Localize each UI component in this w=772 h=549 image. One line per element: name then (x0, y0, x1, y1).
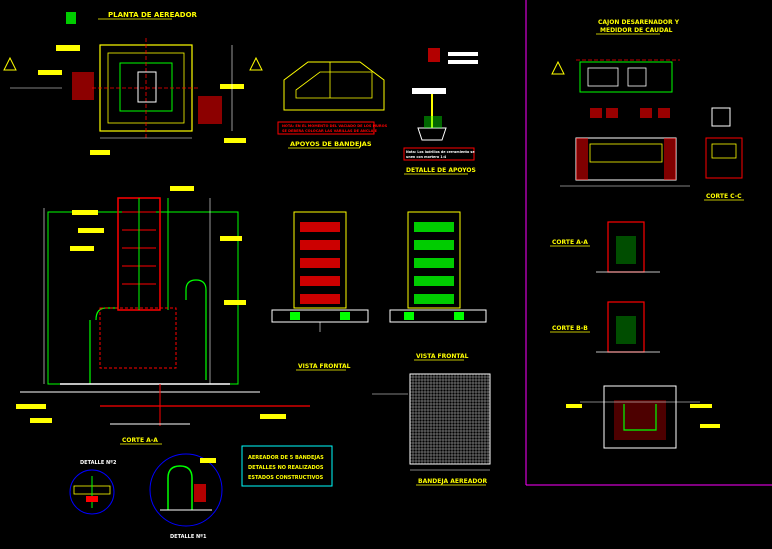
vista-frontal-2-drawing: VISTA FRONTAL (389, 211, 487, 361)
corte-aa-right-drawing: CORTE A-A (550, 221, 660, 273)
corte-bb-title: CORTE B-B (552, 325, 588, 332)
apoyos-bandejas-drawing: NOTA: EN EL MOMENTO DEL VACIADO DE LOS M… (277, 61, 388, 149)
bandeja-aereador-title: BANDEJA AEREADOR (418, 478, 487, 485)
cajon-title-line-1: CAJON DESARENADOR Y (598, 19, 680, 26)
detalle-apoyos-drawing: Nota: Los ladrillos de cerramiento se un… (403, 48, 478, 175)
note-box: AEREADOR DE 5 BANDEJAS DETALLES NO REALI… (241, 445, 333, 487)
detalle-n1-drawing: DETALLE Nº1 (149, 453, 223, 540)
corte-bb-drawing: CORTE B-B (550, 301, 660, 353)
cajon-title-line-2: MEDIDOR DE CAUDAL (600, 27, 673, 34)
corte-aa-right-title: CORTE A-A (552, 239, 588, 246)
section-marker-icon (551, 60, 565, 75)
apoyos-note-line-2: SE DEBERA COLOCAR LAS VARILLAS DE ANCLAJ… (282, 129, 378, 133)
corte-aa-main-title: CORTE A-A (122, 437, 158, 444)
right-panel-frame (525, 0, 772, 486)
apoyos-bandejas-title: APOYOS DE BANDEJAS (290, 140, 372, 148)
bandeja-aereador-drawing: BANDEJA AEREADOR (372, 373, 491, 486)
planta-aereador-drawing: PLANTA DE AEREADOR (3, 11, 263, 155)
corte-aa-main-drawing: CORTE A-A (16, 186, 310, 445)
detalle-apoyos-note-line-2: unen con mortero 1:4 (406, 155, 447, 159)
planta-aereador-title: PLANTA DE AEREADOR (108, 11, 198, 19)
note-box-line-1: AEREADOR DE 5 BANDEJAS (248, 455, 324, 461)
corte-cc-title: CORTE C-C (706, 193, 742, 200)
vista-frontal-1-drawing: VISTA FRONTAL (271, 211, 369, 371)
vista-frontal-1-title: VISTA FRONTAL (298, 363, 351, 370)
bandeja-mesh (410, 374, 490, 464)
detalle-n1-title: DETALLE Nº1 (170, 534, 207, 540)
section-marker-icon (249, 56, 263, 71)
note-box-line-2: DETALLES NO REALIZADOS (248, 465, 324, 471)
detalle-n2-drawing: DETALLE Nº2 (69, 460, 117, 515)
detalle-apoyos-title: DETALLE DE APOYOS (406, 167, 476, 174)
vista-frontal-2-title: VISTA FRONTAL (416, 353, 469, 360)
detalle-apoyos-note-line-1: Nota: Los ladrillos de cerramiento se (406, 150, 475, 154)
section-marker-icon (3, 56, 17, 71)
right-bottom-section-drawing (566, 385, 720, 449)
detalle-n2-title: DETALLE Nº2 (80, 460, 117, 466)
apoyos-note-line-1: NOTA: EN EL MOMENTO DEL VACIADO DE LOS M… (282, 124, 388, 128)
cajon-desarenador-drawing: CAJON DESARENADOR Y MEDIDOR DE CAUDAL CO… (551, 19, 744, 201)
note-box-line-3: ESTADOS CONSTRUCTIVOS (248, 475, 324, 481)
